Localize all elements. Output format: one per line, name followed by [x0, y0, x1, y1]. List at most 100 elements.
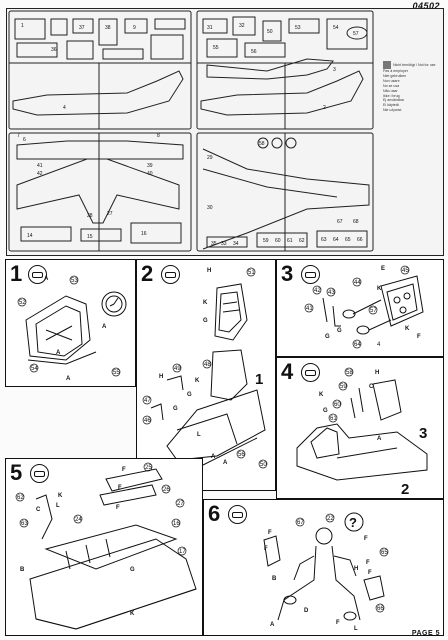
- part-number: 63: [321, 237, 327, 243]
- part-number: 28: [87, 213, 93, 219]
- part-code: G: [337, 328, 342, 334]
- part-number: 59: [263, 238, 269, 244]
- part-code: F: [122, 467, 126, 473]
- callout: 58: [346, 370, 353, 376]
- part-code: G: [325, 334, 330, 340]
- part-number: 14: [27, 233, 33, 239]
- sprue-frame-drawing: [8, 10, 374, 252]
- step-1-panel: 1 53 52 54 55 A A A: [5, 259, 136, 387]
- callout: 52: [19, 300, 26, 306]
- step-4-panel: 4 58 59 60 61 H K G C: [276, 357, 444, 499]
- callout: 24: [75, 517, 82, 523]
- part-number: 36: [51, 47, 57, 53]
- part-code: K: [130, 611, 135, 617]
- sprue-part-numbers: 1 36 37 38 6 9 7 8 41 42 39 40 4 28 27 1…: [17, 23, 363, 247]
- part-number: 39: [147, 163, 153, 169]
- catalog-number: 04502: [412, 1, 440, 11]
- glue-icon: [28, 265, 47, 284]
- page-label: PAGE 5: [411, 630, 440, 637]
- part-code: F: [264, 546, 268, 552]
- part-number: 30: [207, 205, 213, 211]
- step-number: 4: [281, 359, 294, 384]
- part-number: 38: [105, 25, 111, 31]
- glue-icon: [30, 464, 49, 483]
- part-code: F: [336, 620, 340, 626]
- part-code: A: [66, 376, 71, 382]
- part-number: 15: [87, 234, 93, 240]
- part-number: 34: [233, 241, 239, 247]
- part-number: 41: [37, 163, 43, 169]
- part-code: G: [130, 567, 135, 573]
- part-number: 37: [79, 25, 85, 31]
- part-code: F: [118, 485, 122, 491]
- part-code: G: [173, 406, 178, 412]
- part-number: 27: [107, 211, 113, 217]
- callout: 50: [260, 462, 267, 468]
- part-code: K: [405, 326, 410, 332]
- sub-assembly-label: 2: [401, 481, 409, 498]
- sprue-tree-diagram: Nicht benötigt / Not for use Pas à emplo…: [6, 8, 444, 256]
- part-code: B: [20, 567, 25, 573]
- callout: 49: [174, 366, 181, 372]
- part-code: H: [375, 370, 379, 376]
- step-number: 1: [10, 261, 23, 286]
- step-1-drawing: 53 52 54 55 A A A A: [17, 275, 127, 382]
- part-code: E: [381, 266, 385, 272]
- callout: 43: [328, 290, 335, 296]
- callout: 25: [145, 465, 152, 471]
- callout: 61: [330, 416, 337, 422]
- part-number: 66: [357, 237, 363, 243]
- step-4-drawing: 58 59 60 61 H K G C A 3 2: [296, 367, 428, 498]
- part-number: 9: [133, 25, 136, 31]
- part-number: 16: [141, 231, 147, 237]
- sprue-legend: Nicht benötigt / Not for use Pas à emplo…: [383, 61, 436, 113]
- question-mark-icon: ?: [349, 515, 357, 530]
- part-code: L: [56, 503, 60, 509]
- callout: 63: [21, 521, 28, 527]
- callout: 16: [173, 521, 180, 527]
- step-number: 3: [281, 261, 294, 286]
- part-number: 67: [337, 219, 343, 225]
- part-code: G: [203, 318, 208, 324]
- part-code: K: [377, 286, 382, 292]
- part-code: F: [417, 334, 421, 340]
- callout: 60: [334, 402, 341, 408]
- part-number: 4: [63, 105, 66, 111]
- glue-icon: [228, 505, 247, 524]
- callout: 67: [297, 520, 304, 526]
- sub-assembly-label: 3: [419, 425, 427, 442]
- part-number: 1: [21, 23, 24, 29]
- part-number: 42: [37, 171, 43, 177]
- not-used-swatch: [383, 61, 391, 69]
- step-6-panel: 6 67 22 65 66: [203, 499, 444, 636]
- part-code: A: [102, 324, 107, 330]
- step-2-drawing: 51 48 49 47 46 50 56 H K G H K G G: [142, 267, 268, 469]
- callout: 46: [144, 418, 151, 424]
- callout: 66: [377, 606, 384, 612]
- step-3-panel: 3 45 44 43 42 41: [276, 259, 444, 357]
- part-number: 56: [251, 49, 257, 55]
- part-code: G: [187, 392, 192, 398]
- callout: 27: [177, 501, 184, 507]
- callout: 64: [354, 342, 361, 348]
- part-number: 33: [221, 241, 227, 247]
- callout: 44: [354, 280, 361, 286]
- part-number: 40: [147, 171, 153, 177]
- part-number: 68: [353, 219, 359, 225]
- part-number: 29: [207, 155, 213, 161]
- callout: 55: [113, 370, 120, 376]
- glue-icon: [161, 265, 180, 284]
- step-2-panel: 2 51 48 49 47: [136, 259, 276, 491]
- part-number: 61: [287, 238, 293, 244]
- part-code: H: [207, 268, 211, 274]
- step-number: 5: [10, 460, 23, 485]
- callout: 59: [340, 384, 347, 390]
- callout: 4: [377, 342, 381, 348]
- part-number: 60: [275, 238, 281, 244]
- part-code: H: [159, 374, 163, 380]
- part-code: A: [223, 460, 228, 466]
- part-code: G: [323, 408, 328, 414]
- part-code: F: [364, 536, 368, 542]
- part-code: A: [377, 436, 382, 442]
